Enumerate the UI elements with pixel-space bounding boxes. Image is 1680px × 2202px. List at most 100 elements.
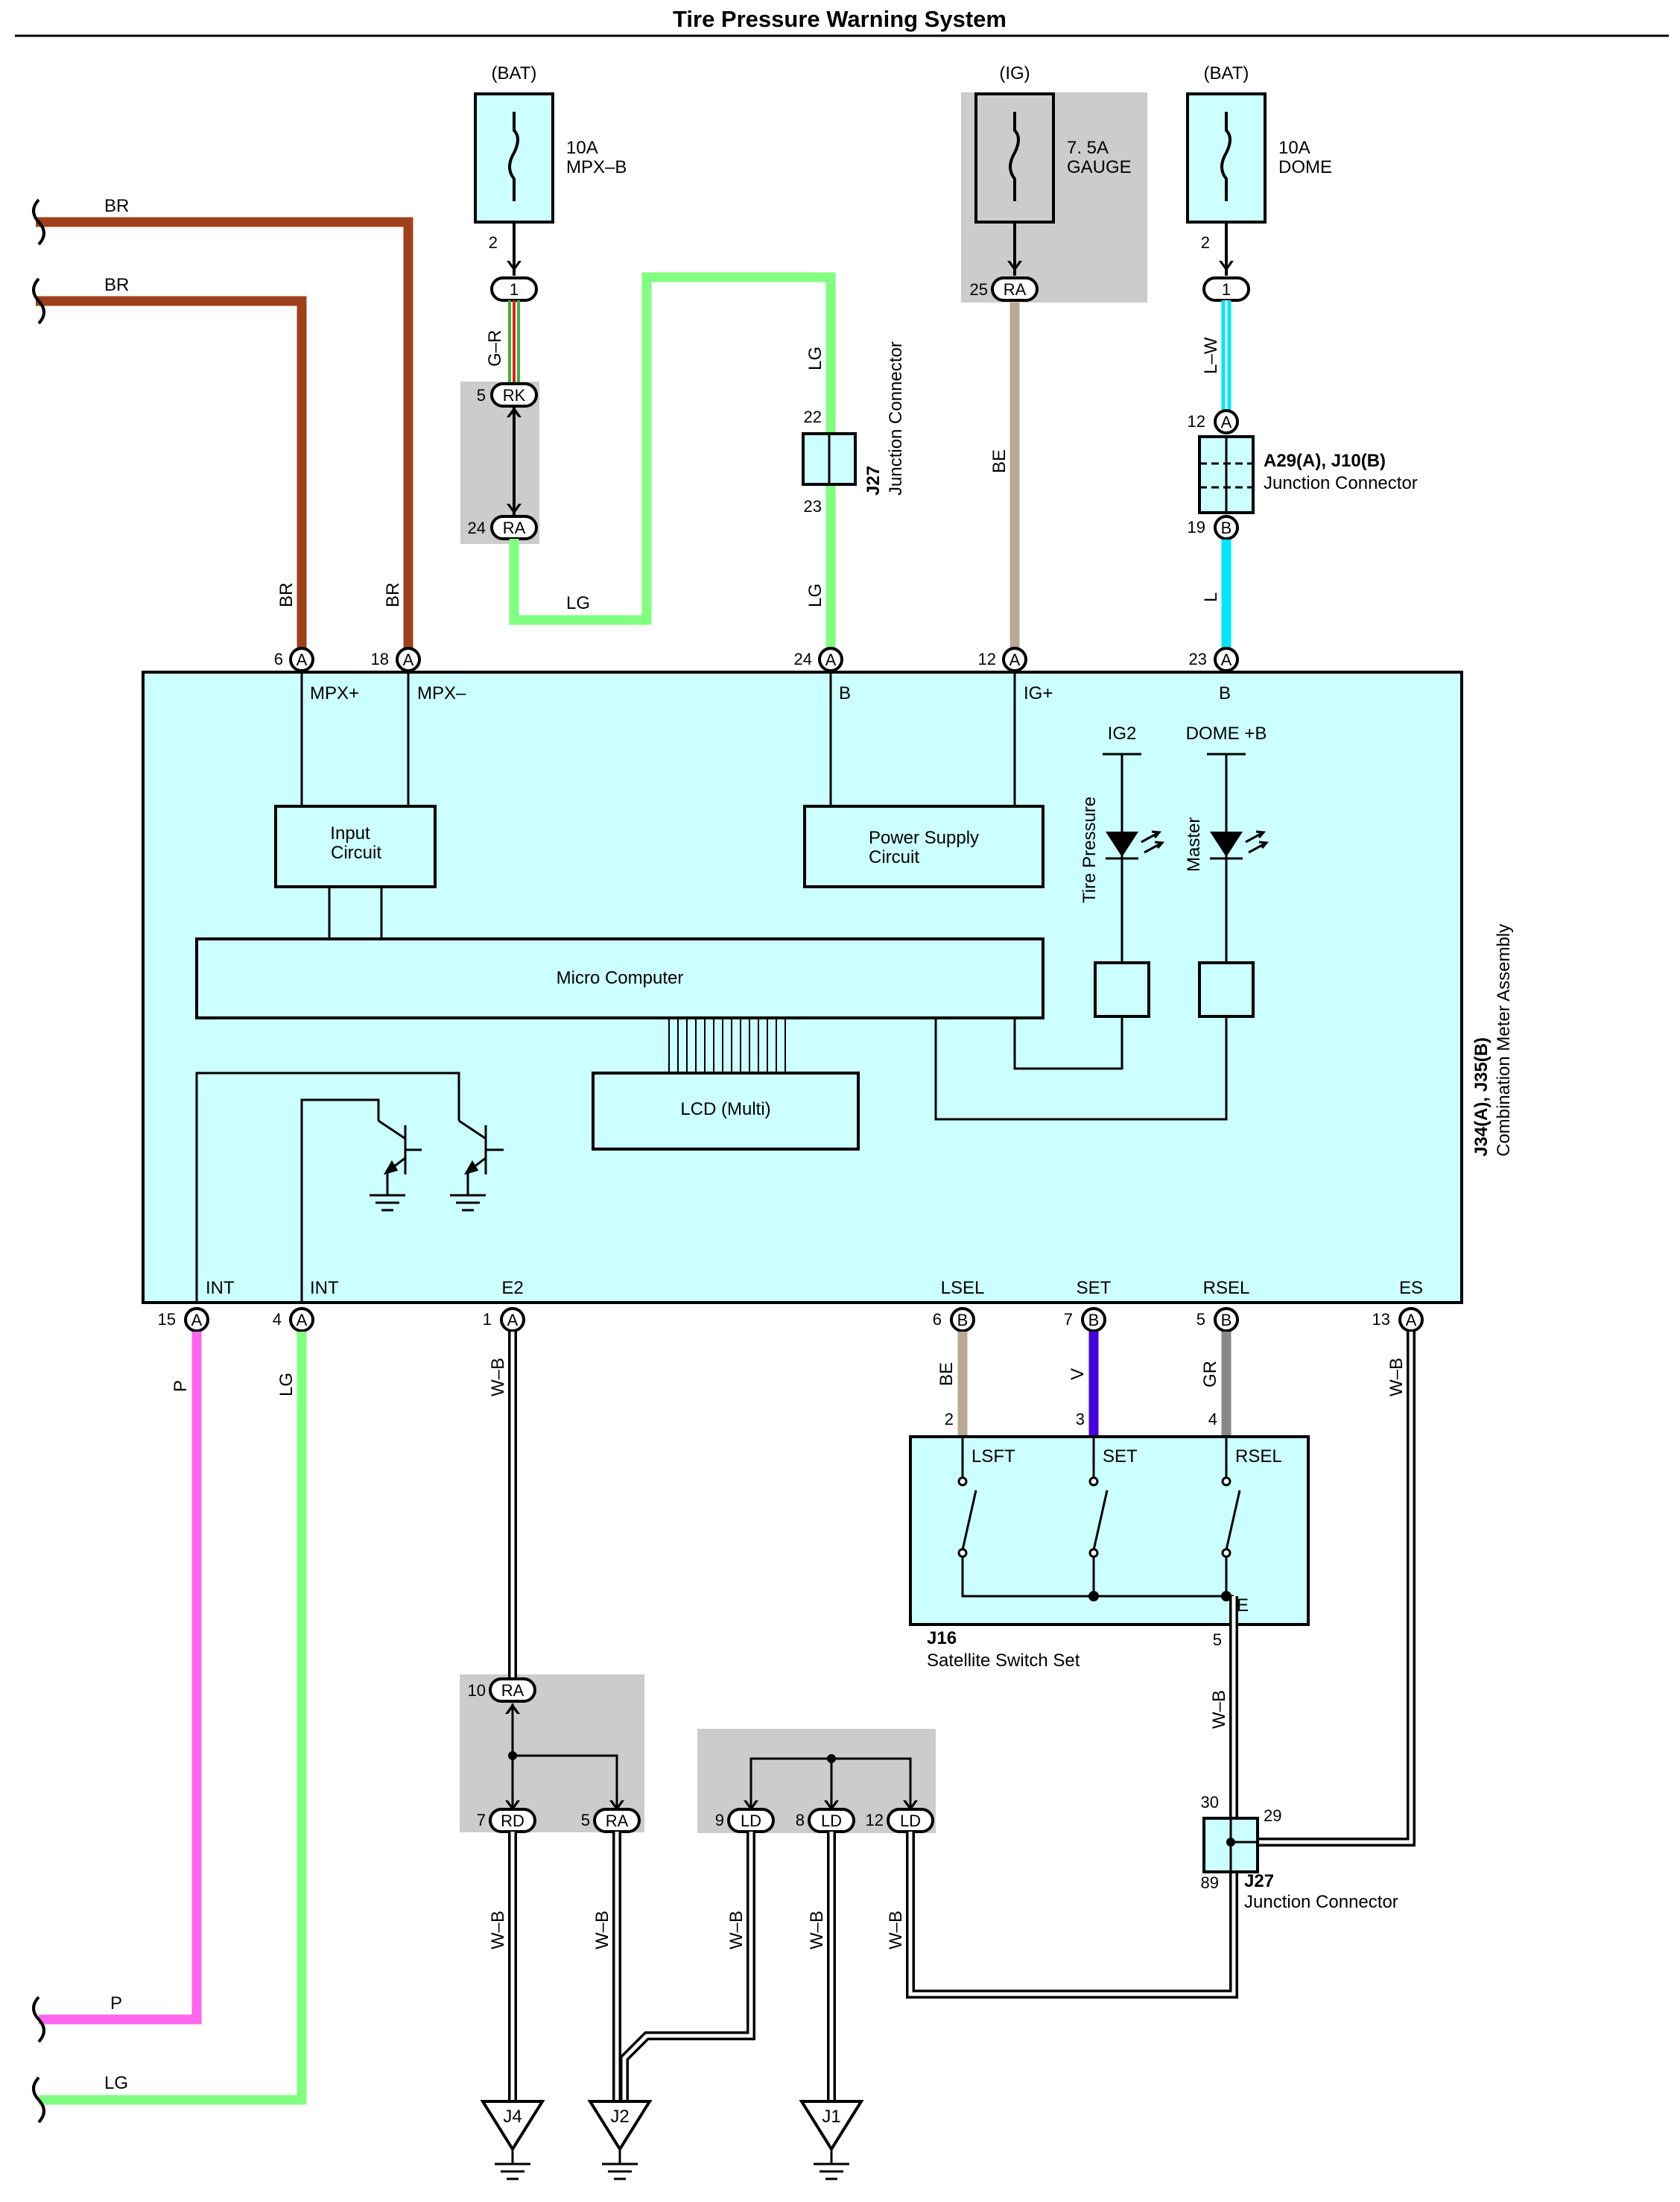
wb-ld3-to-j27 — [906, 1832, 1238, 1999]
svg-text:5: 5 — [1196, 1310, 1205, 1329]
wire-label-br2: BR — [104, 275, 129, 295]
j27-bottom-pin89: 89 — [1201, 1873, 1219, 1892]
svg-text:6: 6 — [933, 1310, 942, 1329]
svg-text:23: 23 — [1189, 650, 1207, 668]
arrow-up-rk — [507, 407, 522, 417]
br-wire-2 — [36, 296, 307, 650]
conn-gauge-oval — [991, 276, 1039, 302]
lg-wire-route — [509, 272, 836, 625]
svg-text:SET: SET — [1077, 1278, 1112, 1298]
g2-ld2-label: LD — [821, 1812, 842, 1830]
transistor-2 — [450, 1119, 504, 1212]
conn-gauge-label: RA — [1004, 280, 1027, 299]
svg-text:15: 15 — [158, 1310, 176, 1329]
wire-label-v-sw: V — [1068, 1368, 1088, 1380]
svg-text:A: A — [1221, 651, 1232, 669]
a29-pin-top: 12 — [1188, 412, 1205, 431]
fuse-mpxb-rating: 10A — [566, 138, 598, 158]
svg-text:A: A — [191, 1311, 203, 1329]
sw-e-pin: 5 — [1213, 1630, 1222, 1649]
break-p — [32, 1996, 45, 2043]
master-label: Master — [1184, 817, 1204, 872]
svg-text:MPX–: MPX– — [417, 683, 466, 703]
svg-text:A: A — [507, 1311, 519, 1329]
svg-text:INT: INT — [206, 1278, 235, 1298]
br-wire-1 — [36, 217, 413, 650]
svg-text:B: B — [1221, 1311, 1232, 1329]
svg-text:IG+: IG+ — [1024, 683, 1053, 703]
svg-text:A: A — [297, 651, 308, 669]
a29-conn-top — [1214, 409, 1239, 434]
micro-to-tire-led — [1013, 1016, 1123, 1070]
ground-j1: J1 — [799, 2100, 864, 2180]
sw-label-set: SET — [1103, 1446, 1138, 1467]
sw-pin-4: 4 — [1208, 1410, 1217, 1429]
meter-bottom-pin-7: ES 13 A — [1372, 1278, 1424, 1332]
meter-desc: Combination Meter Assembly — [1494, 924, 1514, 1157]
meter-top-pin-1: 6 A MPX+ — [274, 647, 359, 806]
sw-label-lsft: LSFT — [971, 1446, 1015, 1467]
lcd-bus — [668, 1018, 786, 1073]
conn-mpxb-label: 1 — [510, 280, 519, 299]
g2-ld1-label: LD — [741, 1812, 761, 1830]
svg-text:B: B — [1219, 683, 1231, 703]
svg-text:LSEL: LSEL — [941, 1278, 985, 1298]
svg-text:J2: J2 — [610, 2107, 629, 2127]
svg-text:4: 4 — [273, 1310, 282, 1329]
svg-text:24: 24 — [794, 650, 812, 668]
switch-node-2 — [1221, 1591, 1232, 1601]
input-circuit-box — [274, 805, 437, 888]
input-circuit-label-2: Circuit — [331, 843, 381, 863]
meter-box — [142, 671, 1463, 1304]
micro-computer-label: Micro Computer — [557, 968, 684, 988]
ground-j4: J4 — [480, 2100, 545, 2180]
conn-ra-label: RA — [503, 519, 526, 537]
g1-rd-label: RD — [501, 1812, 524, 1830]
ra-pin: 24 — [468, 519, 486, 537]
micro-to-master-led — [934, 1016, 1228, 1121]
g1-p1: 7 — [477, 1811, 486, 1829]
conn-rk-label: RK — [503, 386, 526, 405]
sw-e-label: E — [1237, 1595, 1249, 1616]
wire-label-wb-b3: W–B — [726, 1911, 747, 1949]
wb-ld1-to-j2 — [620, 1832, 755, 2101]
g1-top-label: RA — [501, 1681, 524, 1700]
wire-label-lg-bottom: LG — [276, 1373, 297, 1396]
ig2-label: IG2 — [1108, 724, 1137, 744]
j27-top-name: J27 — [863, 466, 884, 496]
j27-bottom-name: J27 — [1244, 1871, 1274, 1891]
g1-top-pin: 10 — [468, 1681, 486, 1700]
input-circuit-label-1: Input — [330, 823, 370, 844]
meter-top-pin-4: 12 A IG+ — [978, 647, 1053, 806]
switch-desc: Satellite Switch Set — [927, 1651, 1080, 1671]
fuse-gauge-pin: 25 — [970, 280, 988, 299]
g1-node — [508, 1751, 517, 1760]
wire-label-wb-es: W–B — [1386, 1358, 1407, 1396]
svg-text:INT: INT — [310, 1278, 339, 1298]
rk-pin: 5 — [477, 386, 486, 405]
svg-text:13: 13 — [1372, 1310, 1390, 1329]
wire-label-be-top: BE — [989, 449, 1009, 473]
svg-text:18: 18 — [371, 650, 389, 668]
svg-text:1: 1 — [483, 1310, 492, 1329]
ground-j2: J2 — [587, 2100, 653, 2180]
svg-text:B: B — [1088, 1311, 1100, 1329]
sw-label-rsel: RSEL — [1235, 1446, 1282, 1467]
meter-bottom-pin-5: SET 7 B — [1064, 1278, 1112, 1332]
meter-top-pin-5: 23 A B — [1189, 647, 1239, 703]
a29-conn-top-label: A — [1221, 413, 1232, 431]
a29-conn-bottom — [1214, 515, 1239, 540]
int-line-2 — [300, 1098, 380, 1303]
fuse-mpxb-name: MPX–B — [566, 157, 627, 177]
wire-label-lg-mid: LG — [566, 593, 590, 613]
j27-top-pin22: 22 — [804, 408, 822, 426]
fuse-mpxb-icon — [508, 112, 519, 201]
fuse-mpxb-pin: 2 — [489, 233, 498, 252]
wire-label-br3: BR — [276, 583, 297, 607]
wire-label-gr-sw: GR — [1200, 1361, 1220, 1388]
meter-bottom-pin-4: LSEL 6 B — [933, 1278, 985, 1332]
meter-bottom-pin-2: INT 4 A — [273, 1278, 339, 1332]
arrow-up-g1 — [505, 1703, 520, 1714]
svg-text:6: 6 — [274, 650, 283, 668]
svg-text:A: A — [297, 1311, 308, 1329]
